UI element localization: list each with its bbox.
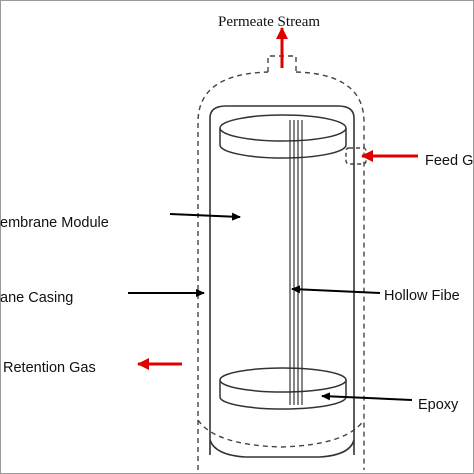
permeate-stream-label: Permeate Stream bbox=[218, 14, 320, 30]
fiber-pointer-arrow bbox=[291, 285, 381, 294]
membrane-module-label: embrane Module bbox=[0, 215, 109, 231]
membrane-casing bbox=[209, 105, 355, 458]
membrane-casing-label: ane Casing bbox=[0, 290, 73, 306]
hollow-fiber-label: Hollow Fibe bbox=[384, 288, 460, 304]
epoxy-label: Epoxy bbox=[418, 397, 459, 413]
epoxy-pointer-arrow bbox=[321, 392, 413, 401]
retention-gas-label: Retention Gas bbox=[3, 360, 96, 376]
top-epoxy-seal bbox=[219, 114, 347, 159]
hollow-fiber-bundle bbox=[289, 120, 303, 405]
feed-label: Feed G bbox=[425, 153, 473, 169]
bottom-epoxy-seal bbox=[219, 367, 347, 410]
module-pointer-arrow bbox=[169, 212, 241, 221]
